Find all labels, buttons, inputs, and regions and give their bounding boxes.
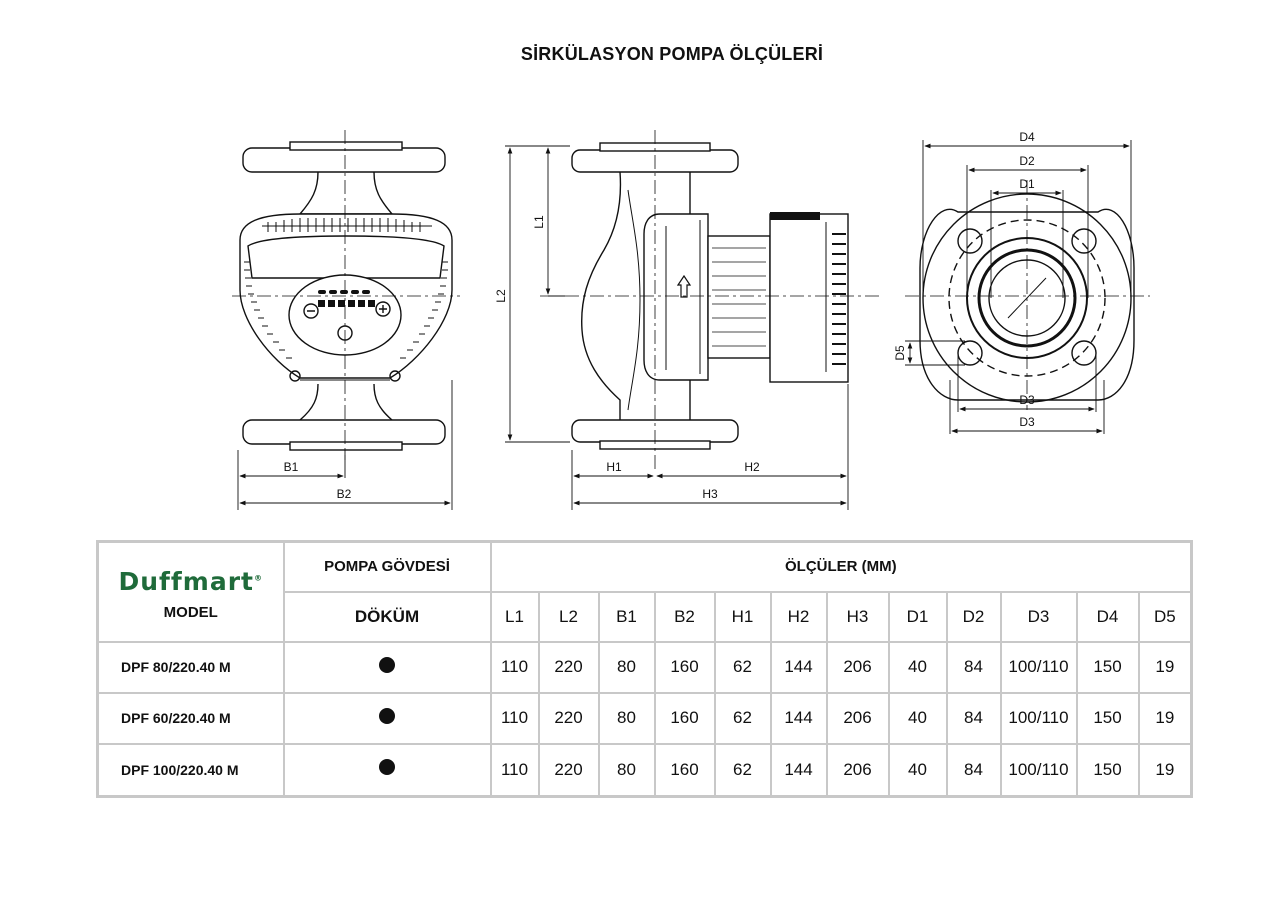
cell-d2: 84 [945, 691, 1002, 745]
model-name: DPF 100/220.40 M [96, 742, 285, 798]
col-l1: L1 [489, 590, 540, 643]
filled-dot-icon [379, 707, 395, 724]
cell-d3: 100/110 [999, 691, 1078, 745]
cell-d5: 19 [1137, 640, 1193, 694]
col-d2: D2 [945, 590, 1002, 643]
cell-h1: 62 [713, 742, 772, 798]
label-d3-inner: D3 [1019, 393, 1035, 407]
cell-h2: 144 [769, 742, 828, 798]
col-d3: D3 [999, 590, 1078, 643]
label-d5: D5 [893, 345, 907, 361]
cell-b1: 80 [597, 691, 656, 745]
col-h1: H1 [713, 590, 772, 643]
cell-d1: 40 [887, 691, 948, 745]
cell-l1: 110 [489, 742, 540, 798]
cell-d5: 19 [1137, 742, 1193, 798]
front-view [239, 141, 453, 451]
cell-d3: 100/110 [999, 640, 1078, 694]
cell-h3: 206 [825, 742, 890, 798]
cell-h2: 144 [769, 691, 828, 745]
label-h2: H2 [744, 460, 760, 474]
col-d4: D4 [1075, 590, 1140, 643]
dimensions-table: Duffmart® MODEL POMPA GÖVDESİ ÖLÇÜLER (M… [96, 540, 1194, 798]
label-b1: B1 [284, 460, 299, 474]
model-name: DPF 60/220.40 M [96, 691, 285, 745]
pump-technical-drawing: B1 B2 L1 L2 H1 H2 H3 D4 D2 D1 D3 D3 D5 [232, 130, 1150, 510]
cell-b1: 80 [597, 742, 656, 798]
cell-b2: 160 [653, 742, 716, 798]
col-d5: D5 [1137, 590, 1193, 643]
cell-d1: 40 [887, 742, 948, 798]
pump-body-header: POMPA GÖVDESİ [282, 540, 492, 593]
cell-d2: 84 [945, 742, 1002, 798]
brand-logo: Duffmart® [118, 566, 263, 596]
cell-d5: 19 [1137, 691, 1193, 745]
col-h3: H3 [825, 590, 890, 643]
cell-l1: 110 [489, 640, 540, 694]
col-l2: L2 [537, 590, 600, 643]
cell-l1: 110 [489, 691, 540, 745]
cell-d4: 150 [1075, 691, 1140, 745]
cell-b2: 160 [653, 691, 716, 745]
label-d3-outer: D3 [1019, 415, 1035, 429]
brand-model-cell: Duffmart® MODEL [96, 540, 285, 643]
casting-header: DÖKÜM [282, 590, 492, 643]
label-d1: D1 [1019, 177, 1035, 191]
led-indicators [318, 290, 375, 307]
cell-h1: 62 [713, 640, 772, 694]
cell-d4: 150 [1075, 742, 1140, 798]
cell-b2: 160 [653, 640, 716, 694]
cell-h3: 206 [825, 691, 890, 745]
col-d1: D1 [887, 590, 948, 643]
cell-l2: 220 [537, 691, 600, 745]
casting-dot [282, 742, 492, 798]
cell-h2: 144 [769, 640, 828, 694]
col-b2: B2 [653, 590, 716, 643]
filled-dot-icon [379, 759, 395, 776]
cell-h1: 62 [713, 691, 772, 745]
cell-d2: 84 [945, 640, 1002, 694]
label-l1: L1 [532, 215, 546, 229]
plus-button-icon [375, 301, 391, 317]
dimensions-header: ÖLÇÜLER (MM) [489, 540, 1193, 593]
cell-d4: 150 [1075, 640, 1140, 694]
label-l2: L2 [494, 289, 508, 303]
column-header-row: DÖKÜM L1 L2 B1 B2 H1 H2 H3 D1 D2 D3 D4 D… [98, 590, 1193, 643]
label-h1: H1 [606, 460, 622, 474]
cell-l2: 220 [537, 640, 600, 694]
casting-dot [282, 691, 492, 745]
minus-button-icon [303, 303, 319, 319]
model-name: DPF 80/220.40 M [96, 640, 285, 694]
col-b1: B1 [597, 590, 656, 643]
cell-d1: 40 [887, 640, 948, 694]
label-d4: D4 [1019, 130, 1035, 144]
model-header: MODEL [163, 603, 218, 621]
filled-dot-icon [379, 656, 395, 673]
cell-h3: 206 [825, 640, 890, 694]
col-h2: H2 [769, 590, 828, 643]
casting-dot [282, 640, 492, 694]
cell-l2: 220 [537, 742, 600, 798]
cell-b1: 80 [597, 640, 656, 694]
table-header-row: Duffmart® MODEL POMPA GÖVDESİ ÖLÇÜLER (M… [96, 540, 1193, 643]
label-d2: D2 [1019, 154, 1035, 168]
table-row: DPF 100/220.40 M 110 220 80 160 62 144 2… [96, 742, 1193, 798]
table-row: DPF 60/220.40 M 110 220 80 160 62 144 20… [96, 691, 1193, 745]
table-row: DPF 80/220.40 M 110 220 80 160 62 144 20… [96, 640, 1193, 694]
page-title: SİRKÜLASYON POMPA ÖLÇÜLERİ [520, 44, 824, 64]
label-h3: H3 [702, 487, 718, 501]
cooling-fins [262, 218, 432, 232]
label-b2: B2 [337, 487, 352, 501]
cell-d3: 100/110 [999, 742, 1078, 798]
